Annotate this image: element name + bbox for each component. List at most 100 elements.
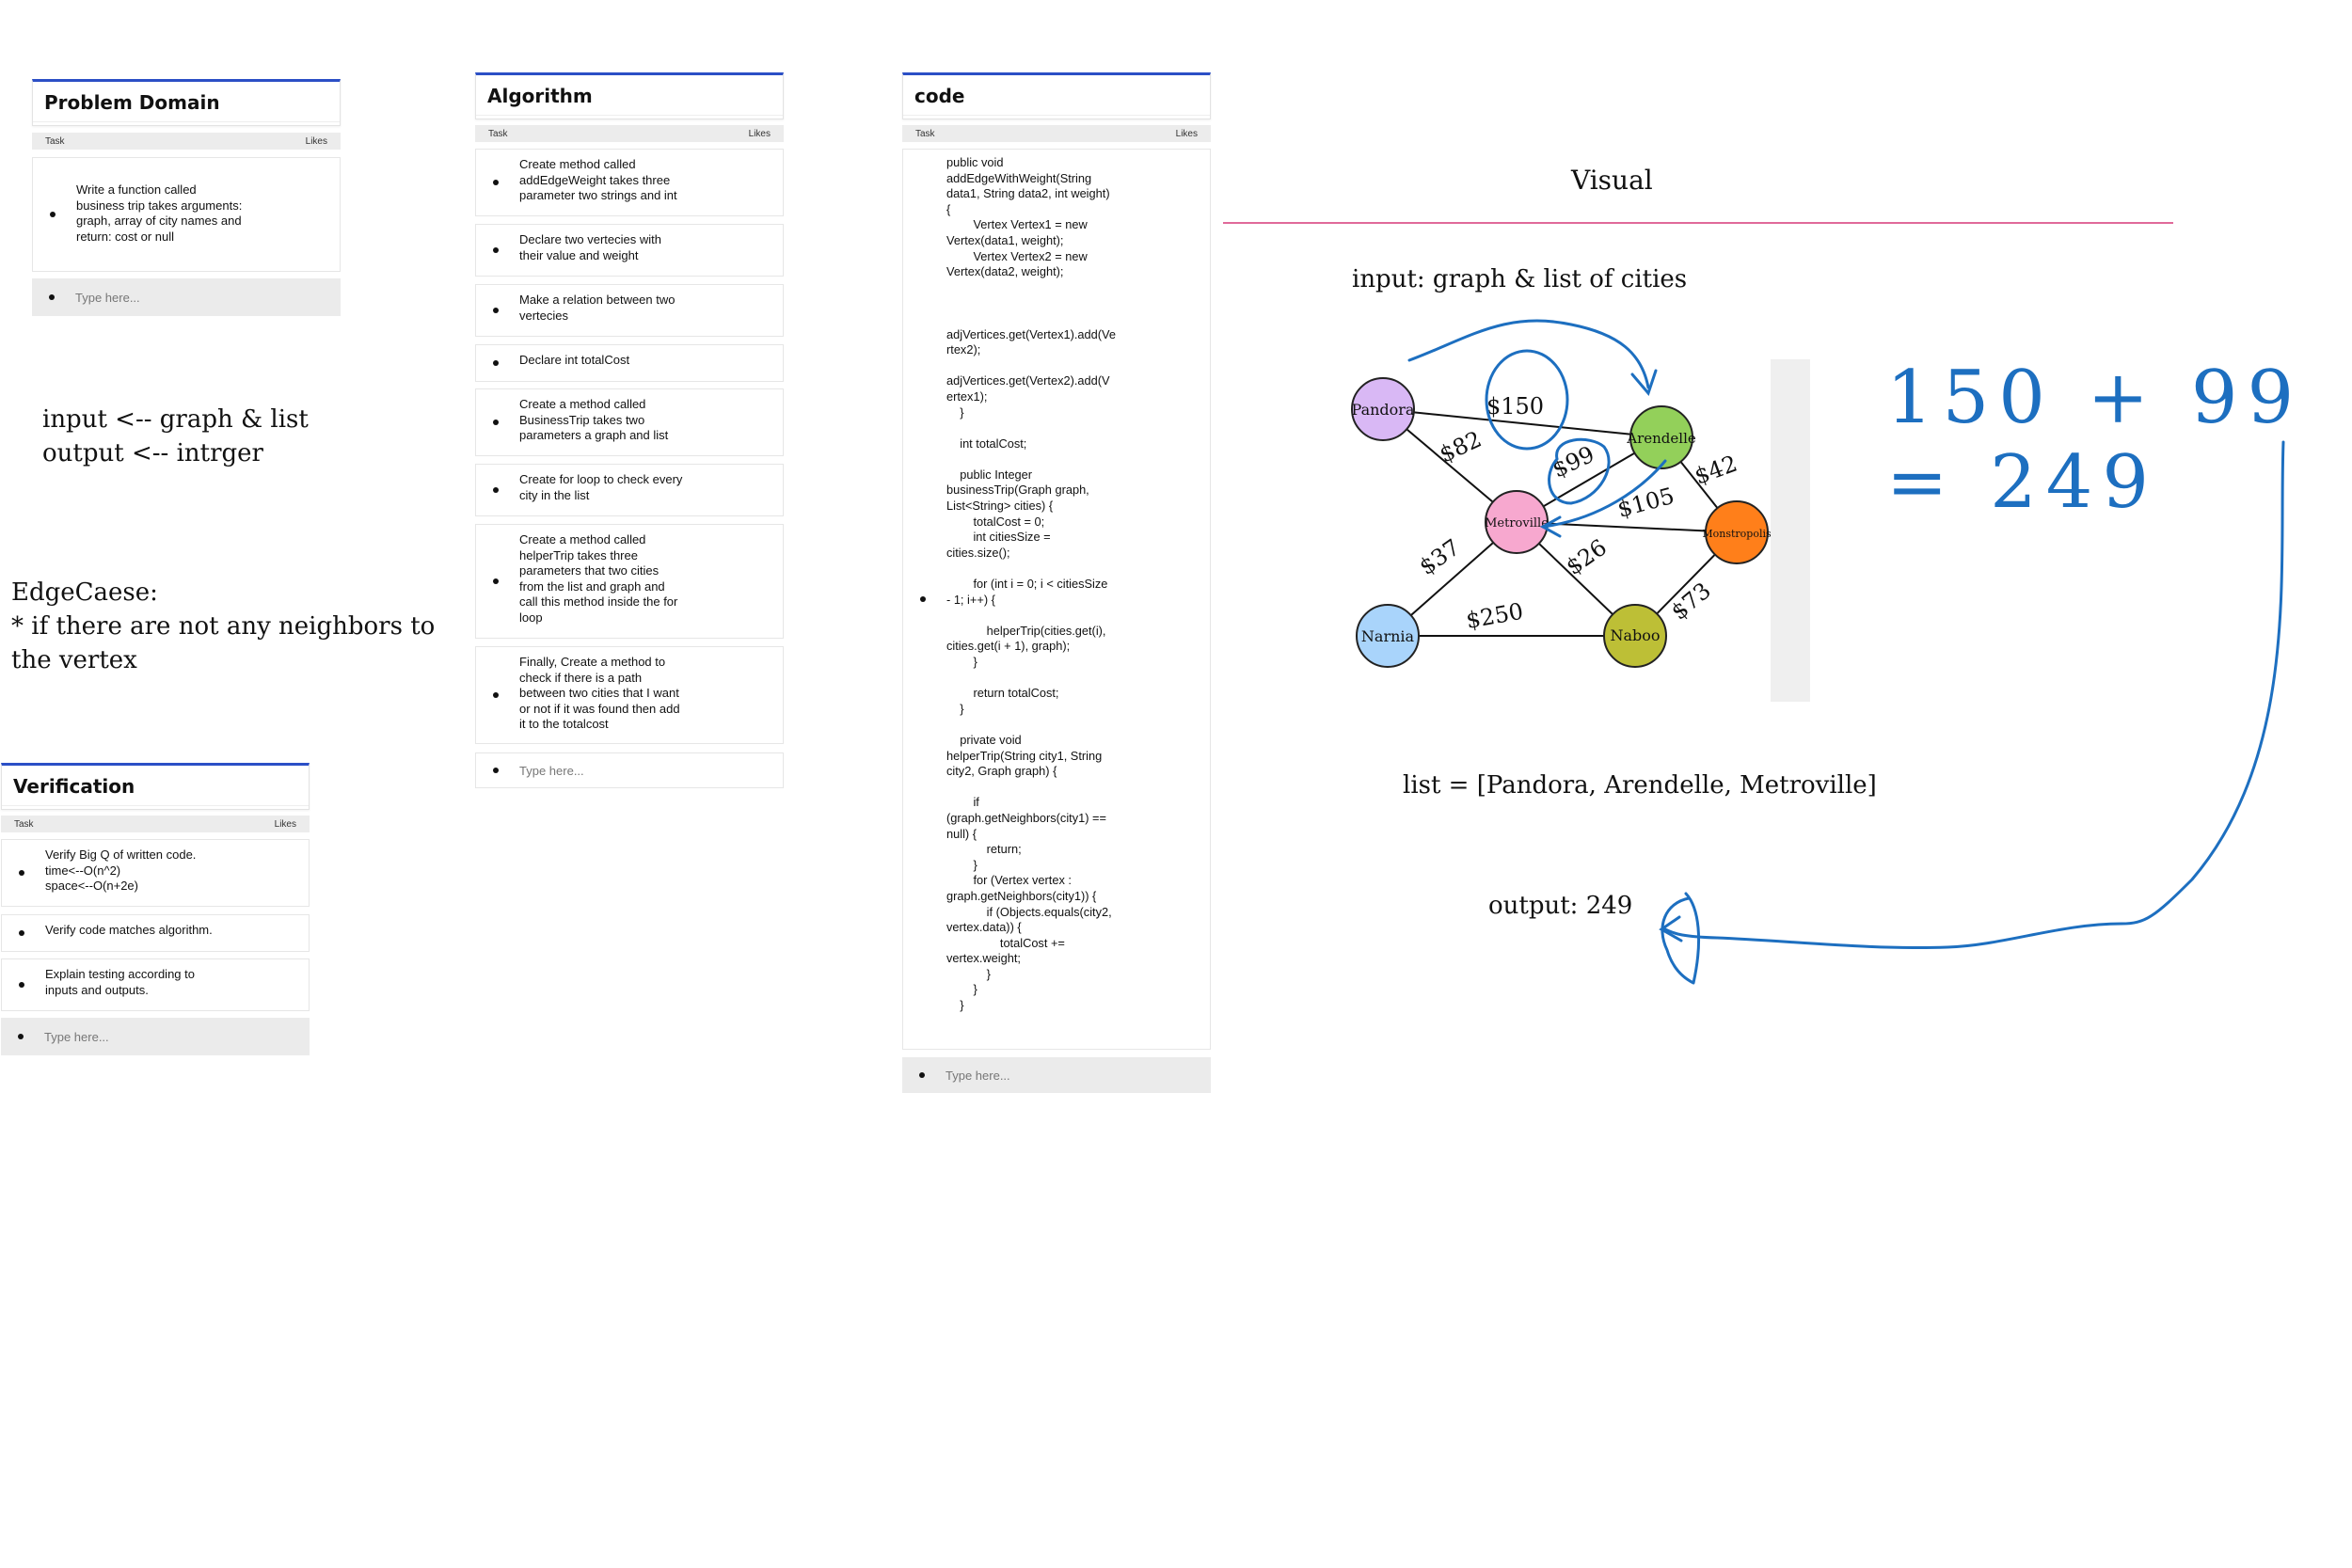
task-text: Create method called addEdgeWeight takes…	[519, 157, 677, 202]
node-label-naboo: Naboo	[1610, 626, 1660, 644]
task-column-label: Task	[45, 135, 65, 147]
likes-column-label[interactable]: Likes	[305, 135, 327, 147]
circle-output-9	[1661, 892, 1701, 985]
io-note: input <-- graph & list output <-- intrge…	[42, 405, 309, 467]
task-item[interactable]: Create a method called helperTrip takes …	[475, 524, 784, 639]
bullet-icon	[19, 930, 24, 936]
visual-title: Visual	[1571, 165, 1653, 196]
task-item[interactable]: Write a function called business trip ta…	[32, 157, 341, 272]
weight-metroville-arendelle: $99	[1549, 441, 1598, 483]
input-placeholder: Type here...	[44, 1029, 109, 1044]
node-label-narnia: Narnia	[1361, 627, 1415, 645]
card-title: Algorithm	[476, 75, 783, 116]
task-column-label: Task	[488, 128, 508, 139]
sum-annotation: 150 + 99 = 249	[1886, 356, 2304, 525]
bullet-icon	[19, 870, 24, 876]
task-item[interactable]: Make a relation between two vertecies	[475, 284, 784, 337]
task-text: Explain testing according to inputs and …	[45, 967, 195, 997]
graph-scrollbar	[1771, 359, 1810, 702]
weight-pandora-arendelle: $150	[1486, 393, 1544, 420]
node-label-pandora: Pandora	[1352, 401, 1415, 419]
algorithm-card: Algorithm	[475, 72, 784, 119]
task-item[interactable]: Create method called addEdgeWeight takes…	[475, 149, 784, 216]
task-item[interactable]: Create for loop to check every city in t…	[475, 464, 784, 516]
edge-metroville-naboo	[1516, 521, 1636, 637]
input-placeholder: Type here...	[75, 290, 140, 305]
code-text: public void addEdgeWithWeight(String dat…	[946, 155, 1116, 1013]
new-task-input[interactable]: Type here...	[475, 752, 784, 788]
edge-pandora-metroville	[1382, 408, 1518, 523]
output-arrowhead	[1659, 915, 1683, 942]
edge-metroville-narnia	[1387, 521, 1518, 637]
task-item[interactable]: Create a method called BusinessTrip take…	[475, 388, 784, 456]
edge-pandora-arendelle	[1382, 408, 1662, 438]
arrow-to-metroville	[1541, 459, 1667, 529]
node-pandora	[1351, 377, 1415, 441]
circle-99	[1548, 437, 1611, 505]
bullet-icon	[493, 360, 499, 366]
node-label-monstropolis: Monstropolis	[1702, 528, 1772, 540]
task-item[interactable]: Declare int totalCost	[475, 344, 784, 382]
bullet-icon	[920, 596, 926, 602]
code-card: code	[902, 72, 1211, 119]
weight-metroville-monstropolis: $105	[1614, 483, 1677, 523]
new-task-input[interactable]: Type here...	[1, 1018, 310, 1055]
problem-domain-card: Problem Domain	[32, 79, 341, 126]
task-item[interactable]: public void addEdgeWithWeight(String dat…	[902, 149, 1211, 1050]
task-column-label: Task	[915, 128, 935, 139]
node-naboo	[1603, 604, 1667, 668]
task-text: Declare two vertecies with their value a…	[519, 232, 661, 262]
bullet-icon	[19, 982, 24, 988]
input-placeholder: Type here...	[946, 1068, 1010, 1083]
bullet-icon	[18, 1034, 24, 1039]
task-item[interactable]: Finally, Create a method to check if the…	[475, 646, 784, 744]
likes-column-label[interactable]: Likes	[748, 128, 771, 139]
visual-divider	[1223, 222, 2173, 224]
edge-arendelle-monstropolis	[1661, 436, 1738, 533]
weight-pandora-metroville: $82	[1436, 426, 1486, 468]
column-header: Task Likes	[32, 133, 341, 150]
node-label-arendelle: Arendelle	[1626, 430, 1696, 447]
card-title: Verification	[2, 766, 309, 806]
task-text: Finally, Create a method to check if the…	[519, 655, 680, 731]
input-label: input: graph & list of cities	[1352, 265, 1688, 293]
card-title: code	[903, 75, 1210, 116]
node-label-metroville: Metroville	[1485, 516, 1549, 531]
list-label: list = [Pandora, Arendelle, Metroville]	[1403, 771, 1877, 800]
task-text: Declare int totalCost	[519, 353, 630, 367]
bullet-icon	[49, 294, 55, 300]
task-text: Create a method called BusinessTrip take…	[519, 397, 669, 442]
weight-arendelle-monstropolis: $42	[1691, 451, 1740, 490]
bullet-icon	[919, 1072, 925, 1078]
bullet-icon	[50, 212, 56, 217]
task-text: Make a relation between two vertecies	[519, 293, 675, 323]
node-narnia	[1356, 604, 1420, 668]
column-header: Task Likes	[1, 816, 310, 832]
new-task-input[interactable]: Type here...	[902, 1057, 1211, 1093]
edge-naboo-monstropolis	[1634, 531, 1738, 637]
weight-narnia-naboo: $250	[1464, 598, 1525, 634]
likes-column-label[interactable]: Likes	[274, 818, 296, 830]
task-column-label: Task	[14, 818, 34, 830]
edge-metroville-monstropolis	[1516, 521, 1738, 533]
task-text: Verify code matches algorithm.	[45, 923, 213, 937]
task-item[interactable]: Verify code matches algorithm.	[1, 914, 310, 952]
bullet-icon	[493, 768, 499, 773]
bullet-icon	[493, 578, 499, 584]
weight-metroville-naboo: $26	[1561, 534, 1612, 580]
new-task-input[interactable]: Type here...	[32, 278, 341, 316]
edge-case-note: EdgeCaese: * if there are not any neighb…	[11, 578, 436, 674]
task-item[interactable]: Verify Big Q of written code. time<--O(n…	[1, 839, 310, 907]
arrow-to-metroville-head	[1539, 515, 1562, 538]
bullet-icon	[493, 692, 499, 698]
input-placeholder: Type here...	[519, 763, 584, 778]
weight-naboo-monstropolis: $73	[1666, 578, 1716, 626]
task-text: Create for loop to check every city in t…	[519, 472, 683, 502]
card-title: Problem Domain	[33, 82, 340, 122]
edge-metroville-arendelle	[1516, 436, 1662, 523]
task-text: Write a function called business trip ta…	[76, 182, 243, 244]
task-text: Verify Big Q of written code. time<--O(n…	[45, 847, 197, 893]
task-item[interactable]: Declare two vertecies with their value a…	[475, 224, 784, 277]
likes-column-label[interactable]: Likes	[1175, 128, 1198, 139]
task-item[interactable]: Explain testing according to inputs and …	[1, 958, 310, 1011]
